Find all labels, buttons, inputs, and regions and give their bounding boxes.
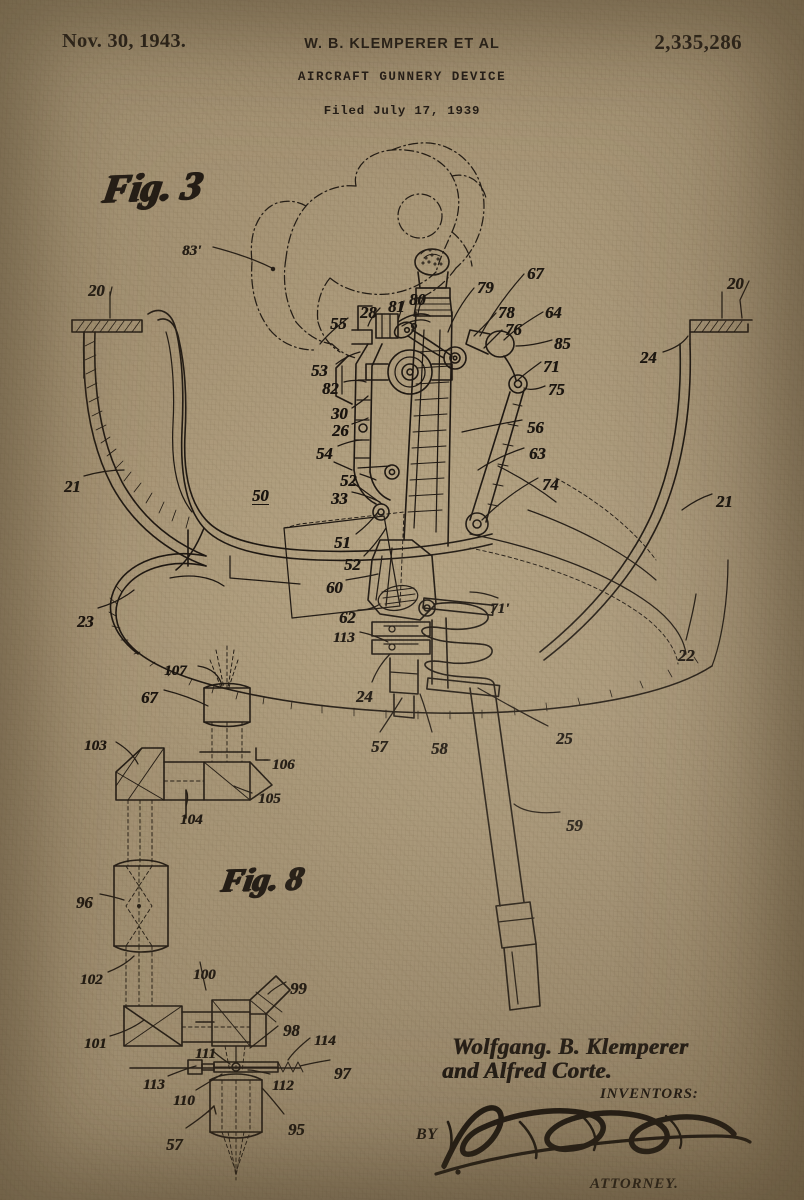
ref-numeral-101: 101 [84,1036,107,1052]
optic-lens-96 [113,859,169,1007]
ref-numeral-113: 113 [333,630,355,646]
patent-filed-date: Filed July 17, 1939 [323,104,481,118]
ref-numeral-60: 60 [326,578,343,597]
fuselage-bracket-right [689,291,753,345]
ref-numeral-57: 57 [371,737,388,756]
ref-numeral-83prime: 83' [182,243,202,259]
by-label: BY [416,1126,438,1143]
optic-lens-67 [203,645,251,763]
fig3-leaders [83,273,750,814]
ref-numeral-28: 28 [360,303,377,322]
ref-numeral-99: 99 [290,979,307,998]
patent-inventor-line: W. B. KLEMPERER ET AL [304,36,500,52]
ref-numeral-52: 52 [340,471,357,490]
reticle-assembly [129,1045,304,1075]
attorney-signature [434,1105,752,1176]
optic-lens-95 [209,1073,263,1181]
ref-numeral-24: 24 [640,348,657,367]
optic-prism-103 [115,747,205,867]
ref-numeral-113: 113 [143,1077,165,1093]
inventor-name-line-2: and Alfred Corte. [442,1058,612,1083]
ref-numeral-114: 114 [314,1033,336,1049]
figure-3-caption: Fig. 3 [100,162,206,211]
ref-numeral-102: 102 [80,972,103,988]
ref-numeral-110: 110 [173,1093,195,1109]
signature-block: Wolfgang. B. Klemperer and Alfred Corte.… [404,1030,764,1192]
ref-numeral-63: 63 [529,444,546,463]
ref-numeral-100: 100 [193,967,216,983]
figure-8-caption: Fig. 8 [218,861,307,899]
ref-numeral-105: 105 [258,791,281,807]
ref-numeral-75: 75 [548,380,565,399]
ref-numeral-25: 25 [556,729,573,748]
ref-numeral-112: 112 [272,1078,294,1094]
ref-numeral-53: 53 [311,361,328,380]
ref-numeral-97: 97 [334,1064,351,1083]
ref-numeral-57: 57 [166,1135,183,1154]
ref-numeral-67: 67 [527,264,544,283]
leader-83prime [212,246,276,272]
ref-numeral-78: 78 [498,303,515,322]
ref-numeral-54: 54 [316,444,333,463]
optic-prism-99 [211,975,291,1073]
coil-spring [421,601,495,685]
ref-numeral-33: 33 [331,489,348,508]
ref-numeral-64: 64 [545,303,562,322]
ref-numeral-62: 62 [339,608,356,627]
ref-numeral-26: 26 [332,421,349,440]
ref-numeral-96: 96 [76,893,93,912]
turret-wall-right [539,343,729,667]
ref-numeral-98: 98 [283,1021,300,1040]
ref-numeral-74: 74 [542,475,559,494]
ref-numeral-24: 24 [356,687,373,706]
optic-prism-105 [199,747,273,801]
ref-numeral-82: 82 [322,379,339,398]
ref-numeral-85: 85 [554,334,571,353]
ref-numeral-104: 104 [180,812,203,828]
inventors-label: INVENTORS: [600,1086,699,1102]
ref-numeral-106: 106 [272,757,295,773]
ref-numeral-107: 107 [164,663,187,679]
ref-numeral-23: 23 [77,612,94,631]
ref-numeral-81: 81 [388,297,405,316]
ref-numeral-52: 52 [344,555,361,574]
ref-numeral-79: 79 [477,278,494,297]
ref-numeral-22: 22 [678,646,695,665]
gun-mount-mechanism [333,248,541,1011]
ref-numeral-59: 59 [566,816,583,835]
ref-numeral-21: 21 [64,477,81,496]
ref-numeral-103: 103 [84,738,107,754]
optic-prism-101 [123,1005,251,1047]
ref-numeral-56: 56 [527,418,544,437]
inventor-name-line-1: Wolfgang. B. Klemperer [452,1034,689,1059]
ref-numeral-95: 95 [288,1120,305,1139]
gunner-silhouette [250,142,487,359]
ref-numeral-80: 80 [409,290,426,309]
ref-numeral-71: 71 [543,357,560,376]
attorney-label: ATTORNEY. [590,1176,679,1192]
ref-numeral-67: 67 [141,688,158,707]
ref-numeral-21: 21 [716,492,733,511]
ref-numeral-55: 55 [330,314,347,333]
ref-numeral-76: 76 [505,320,522,339]
ref-numeral-111: 111 [195,1046,216,1062]
seat-support-box [283,511,405,619]
fig8-leaders [99,665,331,1129]
turret-inner-ring-right [469,465,687,665]
ref-numeral-71prime: 71' [490,601,510,617]
turret-wall-left [82,331,207,567]
ref-numeral-50: 50 [252,486,269,505]
ref-numeral-20: 20 [88,281,105,300]
patent-title: AIRCRAFT GUNNERY DEVICE [297,70,507,84]
turret-floor-ring [108,552,713,720]
patent-date: Nov. 30, 1943. [62,30,187,52]
patent-number: 2,335,286 [654,30,742,54]
ref-numeral-58: 58 [431,739,448,758]
ref-numeral-51: 51 [334,533,351,552]
ref-numeral-30: 30 [331,404,348,423]
ref-numeral-20: 20 [727,274,744,293]
